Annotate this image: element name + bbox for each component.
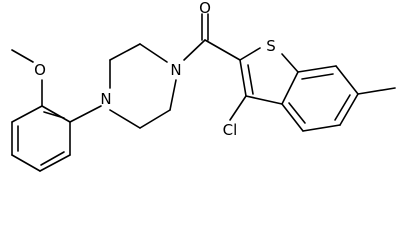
bond-methoxy-o-methyl: [11, 49, 34, 63]
bond-c3-chlorine: [229, 95, 247, 121]
atom-label-amide-nitrogen: N: [170, 61, 181, 79]
bond-benzo-4: [302, 124, 341, 132]
bond-phenyl-2: [11, 105, 43, 123]
bond-thiophene-c2-c3-a: [239, 59, 247, 97]
bond-piperazine-6: [169, 79, 177, 111]
bond-piperazine-2: [109, 43, 141, 61]
bond-phenyl-1: [41, 105, 71, 123]
bond-benzo-5: [281, 103, 304, 132]
bond-piperazine-1: [139, 43, 168, 63]
chemical-structure: O S N N O Cl: [11, 0, 396, 172]
bond-carbonyl-thiophene: [204, 39, 241, 61]
bond-benzo-3: [339, 93, 359, 126]
atom-label-methoxy-oxygen: O: [34, 61, 46, 79]
bond-benzo-3-inner: [334, 94, 351, 121]
bond-phenyl-5: [39, 154, 71, 172]
bond-carbonyl-amide-n: [183, 39, 206, 61]
bond-piperazine-4: [109, 109, 141, 129]
bond-thiophene-c3-c3a: [245, 95, 283, 105]
bond-benzo-1: [297, 65, 337, 73]
bonds: [11, 13, 396, 172]
atom-labels: O S N N O Cl: [34, 0, 276, 139]
bond-phenyl-5-inner: [40, 151, 65, 166]
bond-thiophene-c3a-c7a: [281, 71, 299, 105]
bond-phenyl-1-inner: [43, 111, 65, 119]
atom-label-aryl-nitrogen: N: [100, 90, 111, 108]
atom-label-sulfur: S: [266, 37, 276, 55]
bond-thiophene-c2-c3-b: [247, 64, 254, 95]
bond-thiophene-c2-s: [239, 47, 261, 61]
bond-phenyl-4: [11, 154, 41, 172]
bond-thiophene-s-c7a: [281, 53, 299, 73]
atom-label-carbonyl-oxygen: O: [199, 0, 211, 17]
bond-piperazine-5: [139, 109, 171, 129]
bond-benzo-2: [335, 65, 359, 95]
bond-benzo-1-inner: [301, 73, 334, 80]
bond-benzo-methyl: [357, 87, 396, 95]
bond-n-phenyl: [69, 105, 102, 123]
bond-benzo-5-inner: [288, 102, 306, 124]
atom-label-chlorine: Cl: [223, 121, 238, 139]
